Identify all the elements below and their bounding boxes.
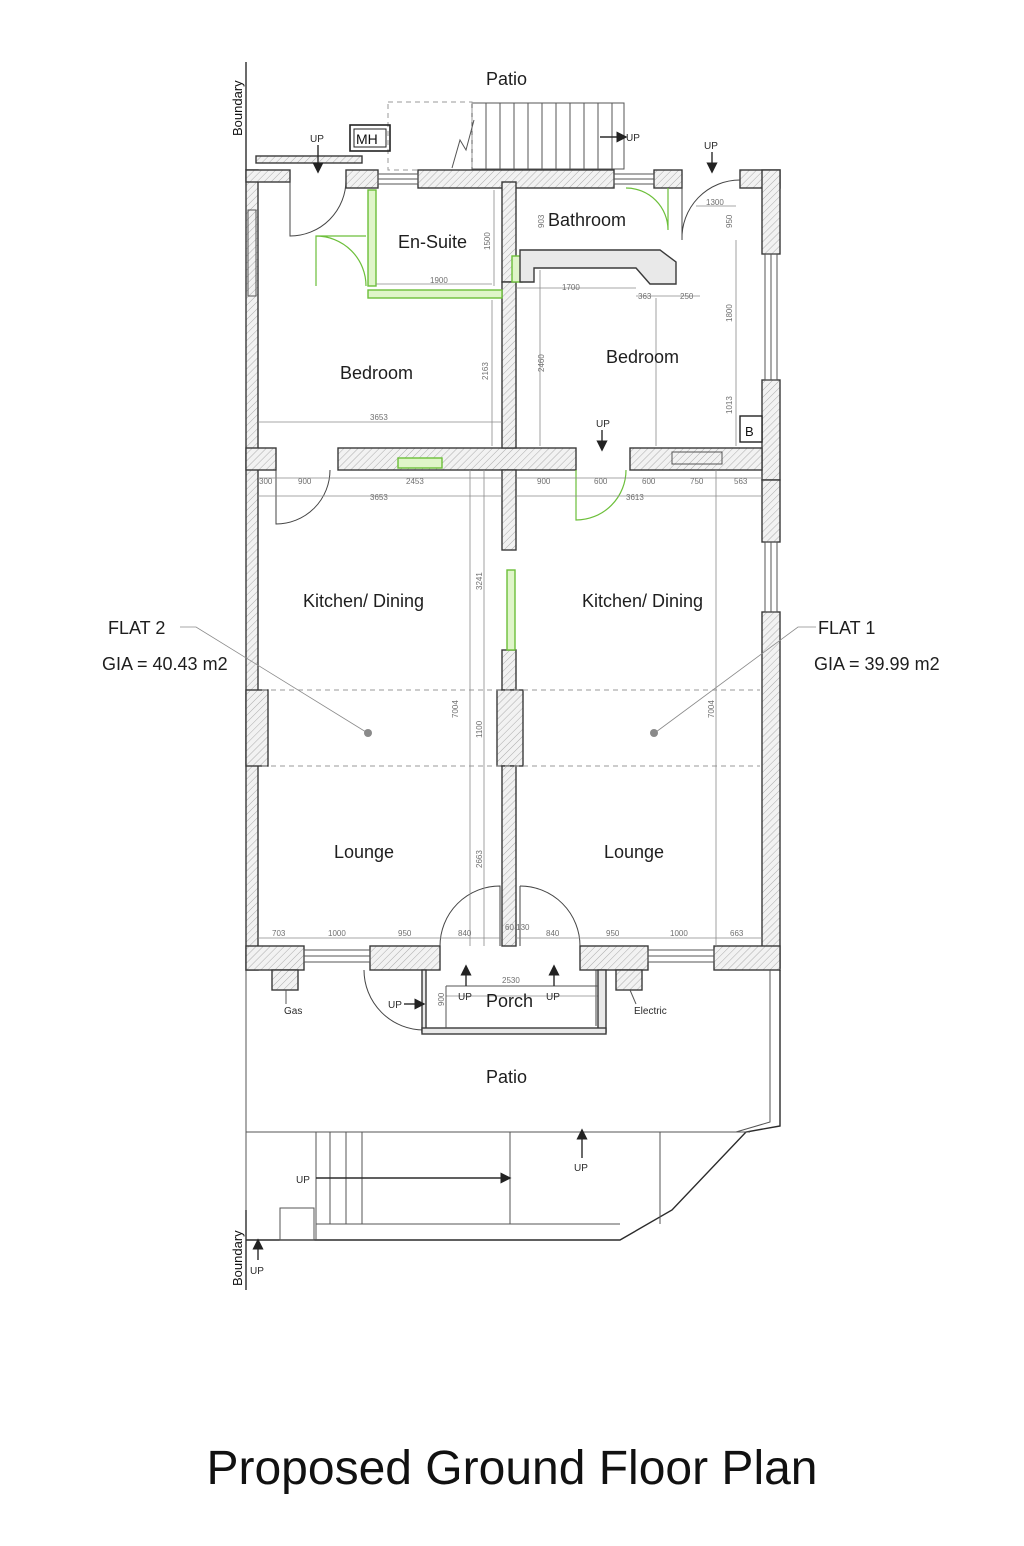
electric-label: Electric <box>634 1006 667 1017</box>
flat-1-callout: FLAT 1 GIA = 39.99 m2 <box>650 618 940 737</box>
dim-250: 250 <box>680 292 694 301</box>
gas-meter <box>271 969 299 991</box>
dim-60-130: 60 130 <box>505 923 530 932</box>
dim-903: 903 <box>537 214 546 228</box>
room-label-bedroom-right: Bedroom <box>606 347 679 367</box>
gas-label: Gas <box>284 1006 302 1017</box>
dim-2663: 2663 <box>475 850 484 868</box>
dim-2453: 2453 <box>406 477 424 486</box>
manhole: MH <box>349 124 391 152</box>
up-label-boundary: UP <box>250 1266 264 1277</box>
dim-2163: 2163 <box>481 362 490 380</box>
manhole-label: MH <box>356 131 378 147</box>
dim-363: 363 <box>638 292 652 301</box>
rear-steps: UP <box>387 101 640 171</box>
room-label-porch: Porch <box>486 991 533 1011</box>
up-label-front-steps: UP <box>296 1175 310 1186</box>
dim-7004-left: 7004 <box>451 700 460 718</box>
dim-840-right: 840 <box>546 929 560 938</box>
boundary-label-bottom: Boundary <box>230 1230 245 1286</box>
patio-top-label: Patio <box>486 69 527 89</box>
dim-900-left: 900 <box>298 477 312 486</box>
flat-2-callout: FLAT 2 GIA = 40.43 m2 <box>102 618 372 737</box>
flat-1-name: FLAT 1 <box>818 618 875 638</box>
dim-1500: 1500 <box>483 232 492 250</box>
dimension-lines <box>258 190 762 997</box>
room-label-kitchen-left: Kitchen/ Dining <box>303 591 424 611</box>
dim-840-left: 840 <box>458 929 472 938</box>
dim-950-left: 950 <box>398 929 412 938</box>
dim-600-a: 600 <box>594 477 608 486</box>
dim-950-bath: 950 <box>725 214 734 228</box>
boundary-label-top: Boundary <box>230 80 245 136</box>
dim-1013: 1013 <box>725 396 734 414</box>
dim-1800: 1800 <box>725 304 734 322</box>
dim-900-porch: 900 <box>437 992 446 1006</box>
bathroom-partition <box>519 249 677 285</box>
dim-663: 663 <box>730 929 744 938</box>
dim-3613: 3613 <box>626 493 644 502</box>
new-walls <box>367 189 523 651</box>
room-label-lounge-right: Lounge <box>604 842 664 862</box>
dim-900-right: 900 <box>537 477 551 486</box>
dim-300: 300 <box>259 477 273 486</box>
dim-950-right: 950 <box>606 929 620 938</box>
room-label-bathroom: Bathroom <box>548 210 626 230</box>
porch: UP UP UP <box>388 964 607 1035</box>
page-title: Proposed Ground Floor Plan <box>206 1442 817 1495</box>
boundary-bottom: Boundary <box>230 1210 247 1290</box>
room-label-bedroom-left: Bedroom <box>340 363 413 383</box>
up-label-porch-right: UP <box>546 992 560 1003</box>
up-label-porch-left: UP <box>458 992 472 1003</box>
electric-meter <box>615 969 643 991</box>
dim-3653-kit: 3653 <box>370 493 388 502</box>
up-label-steps: UP <box>626 133 640 144</box>
up-label-bedroom: UP <box>596 419 610 430</box>
flat-1-gia: GIA = 39.99 m2 <box>814 654 940 674</box>
patio-bottom-label: Patio <box>486 1067 527 1087</box>
dim-1000-right: 1000 <box>670 929 688 938</box>
up-label-porch-door: UP <box>388 1000 402 1011</box>
dim-1100: 1100 <box>475 720 484 738</box>
flat-2-gia: GIA = 40.43 m2 <box>102 654 228 674</box>
room-label-en-suite: En-Suite <box>398 232 467 252</box>
dim-3653-bed: 3653 <box>370 413 388 422</box>
dim-703: 703 <box>272 929 286 938</box>
boiler: B <box>739 415 763 443</box>
up-label-top-left: UP <box>310 134 324 145</box>
up-label-front-ramp: UP <box>574 1163 588 1174</box>
dim-1900: 1900 <box>430 276 448 285</box>
boiler-label: B <box>745 424 754 439</box>
flat-2-name: FLAT 2 <box>108 618 165 638</box>
dim-1300: 1300 <box>706 198 724 207</box>
dim-600-b: 600 <box>642 477 656 486</box>
dim-7004-right: 7004 <box>707 700 716 718</box>
dim-1000-left: 1000 <box>328 929 346 938</box>
up-label-top-right: UP <box>704 141 718 152</box>
room-label-lounge-left: Lounge <box>334 842 394 862</box>
windows <box>247 173 778 963</box>
front-steps: UP UP UP <box>246 970 781 1277</box>
dim-1700: 1700 <box>562 283 580 292</box>
doors <box>275 179 741 1031</box>
boundary-top: Boundary <box>230 62 247 170</box>
dimension-texts: 1500 1900 903 950 1300 1700 363 250 1800… <box>259 198 748 1006</box>
dim-2460: 2460 <box>537 354 546 372</box>
dim-563: 563 <box>734 477 748 486</box>
dim-3241: 3241 <box>475 572 484 590</box>
dim-750: 750 <box>690 477 704 486</box>
dim-2530: 2530 <box>502 976 520 985</box>
room-label-kitchen-right: Kitchen/ Dining <box>582 591 703 611</box>
drain-grille <box>255 155 363 164</box>
